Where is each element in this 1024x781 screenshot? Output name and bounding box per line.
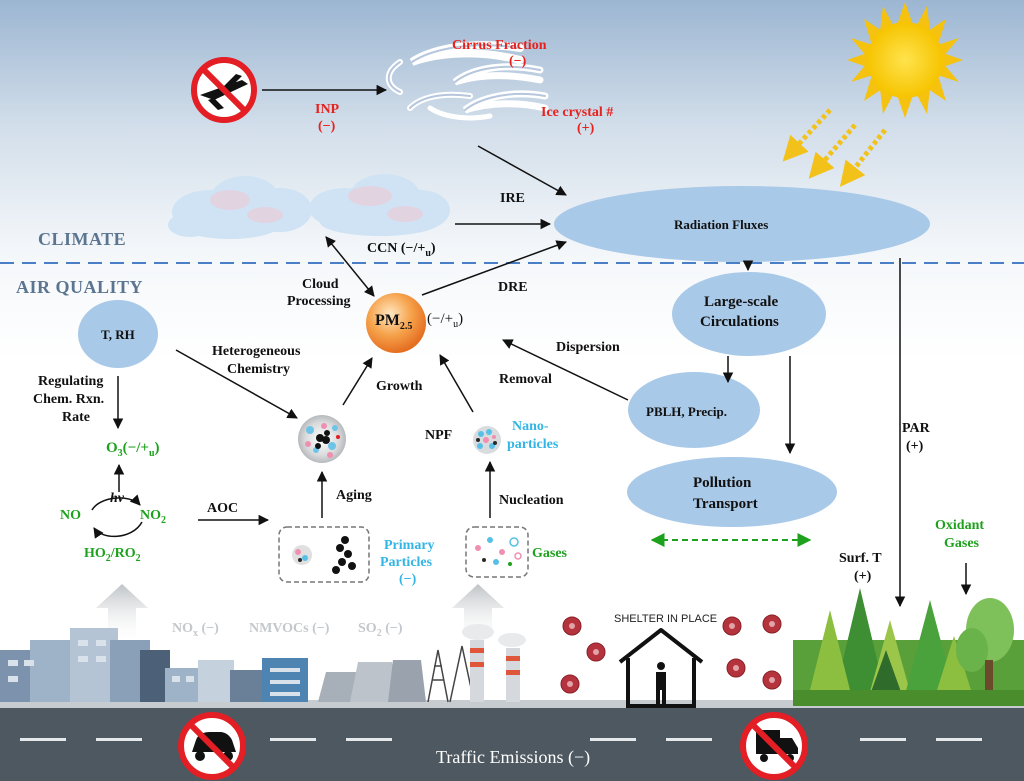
emission-up-arrows [96,584,504,640]
no-car-icon [178,712,246,780]
primary-particles-box [278,526,370,583]
primary-particles-icon [292,536,356,574]
heterogeneous-label-1: Heterogeneous [212,344,301,359]
t-rh-label: T, RH [101,327,135,342]
so2-label: SO2 (−) [358,621,403,639]
ho2-ro2-label: HO2/RO2 [84,546,141,564]
nucleation-label: Nucleation [499,493,564,508]
aoc-label: AOC [207,501,239,516]
hv-label: hv [110,491,124,506]
pollution-transport-label-1: Pollution [693,475,752,491]
growth-label: Growth [376,379,423,394]
regulating-label-2: Chem. Rxn. [33,392,105,407]
primary-particles-label-1: Primary [384,538,435,553]
nano-particles-icon [473,426,501,454]
cloud-processing-label-1: Cloud [302,277,339,292]
primary-particles-label-2: Particles [380,555,433,570]
surf-t-label: Surf. T [839,551,882,566]
npf-label: NPF [425,428,453,443]
heterogeneous-label-2: Chemistry [227,362,290,377]
regulating-label-3: Rate [62,410,90,425]
air-quality-section-label: AIR QUALITY [16,277,144,297]
surf-t-sign: (+) [854,569,872,584]
o3-label: O3(−/+u) [106,440,160,459]
nmvocs-label: NMVOCs (−) [249,621,330,636]
process-arrows [91,84,972,608]
ice-crystal-sign: (+) [577,121,595,136]
pblh-precip-node [628,372,760,448]
large-scale-label-1: Large-scale [704,294,779,310]
pollution-transport-label-2: Transport [693,496,758,512]
city-buildings [0,628,308,702]
aging-label: Aging [336,488,372,503]
oxidant-gases-label-1: Oxidant [935,518,985,533]
oxidant-gases-label-2: Gases [944,536,979,551]
gases-label: Gases [532,546,567,561]
pollution-transport-node [627,457,837,527]
removal-label: Removal [499,372,552,387]
power-plant [318,624,526,703]
pm25-sign: (−/+u) [427,311,464,330]
dre-label: DRE [498,280,528,295]
radiation-fluxes-label: Radiation Fluxes [674,217,769,232]
gas-molecules-icon [475,537,522,566]
cirrus-fraction-label: Cirrus Fraction [452,38,547,53]
cloud-processing-label-2: Processing [287,294,351,309]
cumulus-cloud-icon [168,174,450,239]
ire-label: IRE [500,191,525,206]
nano-particles-label-2: particles [507,437,559,452]
road [0,708,1024,781]
pm25-label: PM2.5 [375,312,413,333]
regulating-label-1: Regulating [38,374,104,389]
pblh-label: PBLH, Precip. [646,404,728,419]
ccn-label: CCN (−/+u) [367,241,436,259]
road-markings [20,738,982,741]
nox-label: NOx (−) [172,621,219,639]
inp-sign: (−) [318,119,336,134]
primary-particles-sign: (−) [399,572,417,587]
pm25-node [366,293,426,353]
aged-particle-icon [298,415,346,463]
shelter-in-place-label: SHELTER IN PLACE [614,613,718,625]
t-rh-node [78,300,158,368]
sunlight-rays [782,108,887,187]
cirrus-fraction-sign: (−) [509,54,527,69]
radiation-fluxes-node [554,186,930,262]
no-truck-icon [740,712,808,780]
inp-label: INP [315,102,340,117]
climate-section-label: CLIMATE [38,229,127,249]
par-label: PAR [902,421,930,436]
virus-spikes [567,621,775,687]
large-scale-circulations-node [672,272,826,356]
forest-trees [793,588,1024,706]
no2-label: NO2 [140,508,166,526]
sun-icon [847,2,963,118]
nano-particles-label-1: Nano- [512,419,549,434]
no-airplane-icon [191,57,257,123]
no-label: NO [60,508,81,523]
ice-crystal-label: Ice crystal # [541,105,614,120]
cirrus-cloud-icon [385,41,549,121]
large-scale-label-2: Circulations [700,314,779,330]
shelter-house-icon [618,628,704,708]
dispersion-label: Dispersion [556,340,620,355]
traffic-emissions-label: Traffic Emissions (−) [436,747,591,767]
par-sign: (+) [906,439,924,454]
gases-box [465,526,529,578]
